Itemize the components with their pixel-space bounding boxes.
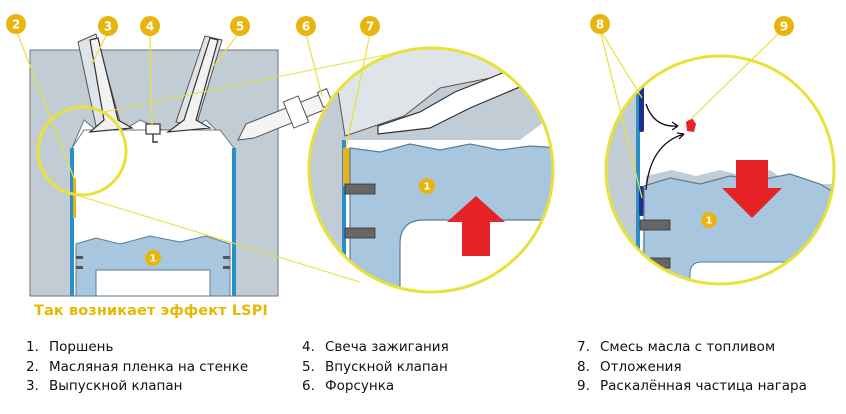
legend-number: 1. [26,339,39,355]
svg-text:2: 2 [12,18,20,32]
legend-label: Поршень [49,339,114,355]
magnified-view-right [604,54,836,286]
legend-label: Свеча зажигания [325,339,449,355]
fuel-injector [237,88,335,141]
legend-number: 4. [302,339,315,355]
spark-plug [145,123,161,143]
deposit-lower [639,186,644,216]
legend-label: Раскалённая частица нагара [600,378,807,394]
legend-item-4: 4. Свеча зажигания [302,338,449,358]
hot-particle [686,118,696,132]
legend-number: 2. [26,358,39,375]
exhaust-valve [88,37,134,133]
svg-text:7: 7 [366,20,374,34]
magnifier-middle [307,46,555,294]
legend-item-5: 5. Впускной клапан [302,358,449,378]
legend-item-7: 7. Смесь масла с топливом [577,338,807,358]
lspi-diagram: 2 3 4 5 6 7 8 9 1 1 1 [6,14,836,297]
svg-text:3: 3 [104,20,112,34]
badge-8: 8 [590,14,610,34]
svg-text:4: 4 [146,20,154,34]
legend-item-1: 1. Поршень [26,338,248,358]
legend-number: 3. [26,378,39,394]
badge-3: 3 [98,16,118,36]
legend-label: Смесь масла с топливом [600,339,776,355]
legend-label: Масляная пленка на стенке [49,358,249,375]
legend-column-2: 4. Свеча зажигания 5. Впускной клапан 6. Фо… [302,338,449,397]
legend-label: Выпускной клапан [49,378,183,394]
badge-2: 2 [6,14,26,34]
piston-badge-right: 1 [701,212,717,228]
legend-number: 9. [577,378,590,394]
zoom-line-bottom [59,189,361,283]
leader-lines [15,29,781,199]
svg-text:1: 1 [150,254,157,265]
legend-item-8: 8. Отложения [577,358,807,378]
piston-badge-left: 1 [145,250,161,266]
badge-4: 4 [140,16,160,36]
svg-text:1: 1 [706,216,713,227]
magnifier-right [604,54,836,286]
legend-number: 6. [302,378,315,394]
diagram-caption: Так возникает эффект LSPI [34,303,268,319]
svg-text:8: 8 [596,18,604,32]
legend-number: 7. [577,339,590,355]
downward-arrow [722,160,782,218]
intake-valve [165,37,219,133]
legend-label: Впускной клапан [325,358,448,375]
legend-column-1: 1. Поршень 2. Масляная пленка на стенке 3.… [26,338,248,397]
legend-item-6: 6. Форсунка [302,377,449,397]
legend-item-2: 2. Масляная пленка на стенке [26,358,248,378]
magnified-view-middle [307,46,555,294]
legend-label: Отложения [600,358,682,375]
legend-number: 8. [577,358,590,375]
upward-arrow [447,196,505,256]
svg-text:5: 5 [236,20,244,34]
legend-number: 5. [302,358,315,375]
badge-6: 6 [296,16,316,36]
badge-5: 5 [230,16,250,36]
magnifier-small [36,105,128,197]
svg-text:9: 9 [780,20,788,34]
deposit-upper [639,84,644,132]
svg-text:1: 1 [424,182,431,193]
legend-column-3: 7. Смесь масла с топливом 8. Отложения 9. Р… [577,338,807,397]
cylinder-wall-right [232,148,236,296]
svg-text:6: 6 [302,20,310,34]
cylinder-wall-left [70,148,74,296]
legend-label: Форсунка [325,378,395,394]
badge-7: 7 [360,16,380,36]
legend-item-3: 3. Выпускной клапан [26,377,248,397]
piston-badge-middle: 1 [419,178,435,194]
legend-item-9: 9. Раскалённая частица нагара [577,377,807,397]
badge-9: 9 [774,16,794,36]
oil-film [73,178,76,218]
engine-cross-section [29,33,335,297]
